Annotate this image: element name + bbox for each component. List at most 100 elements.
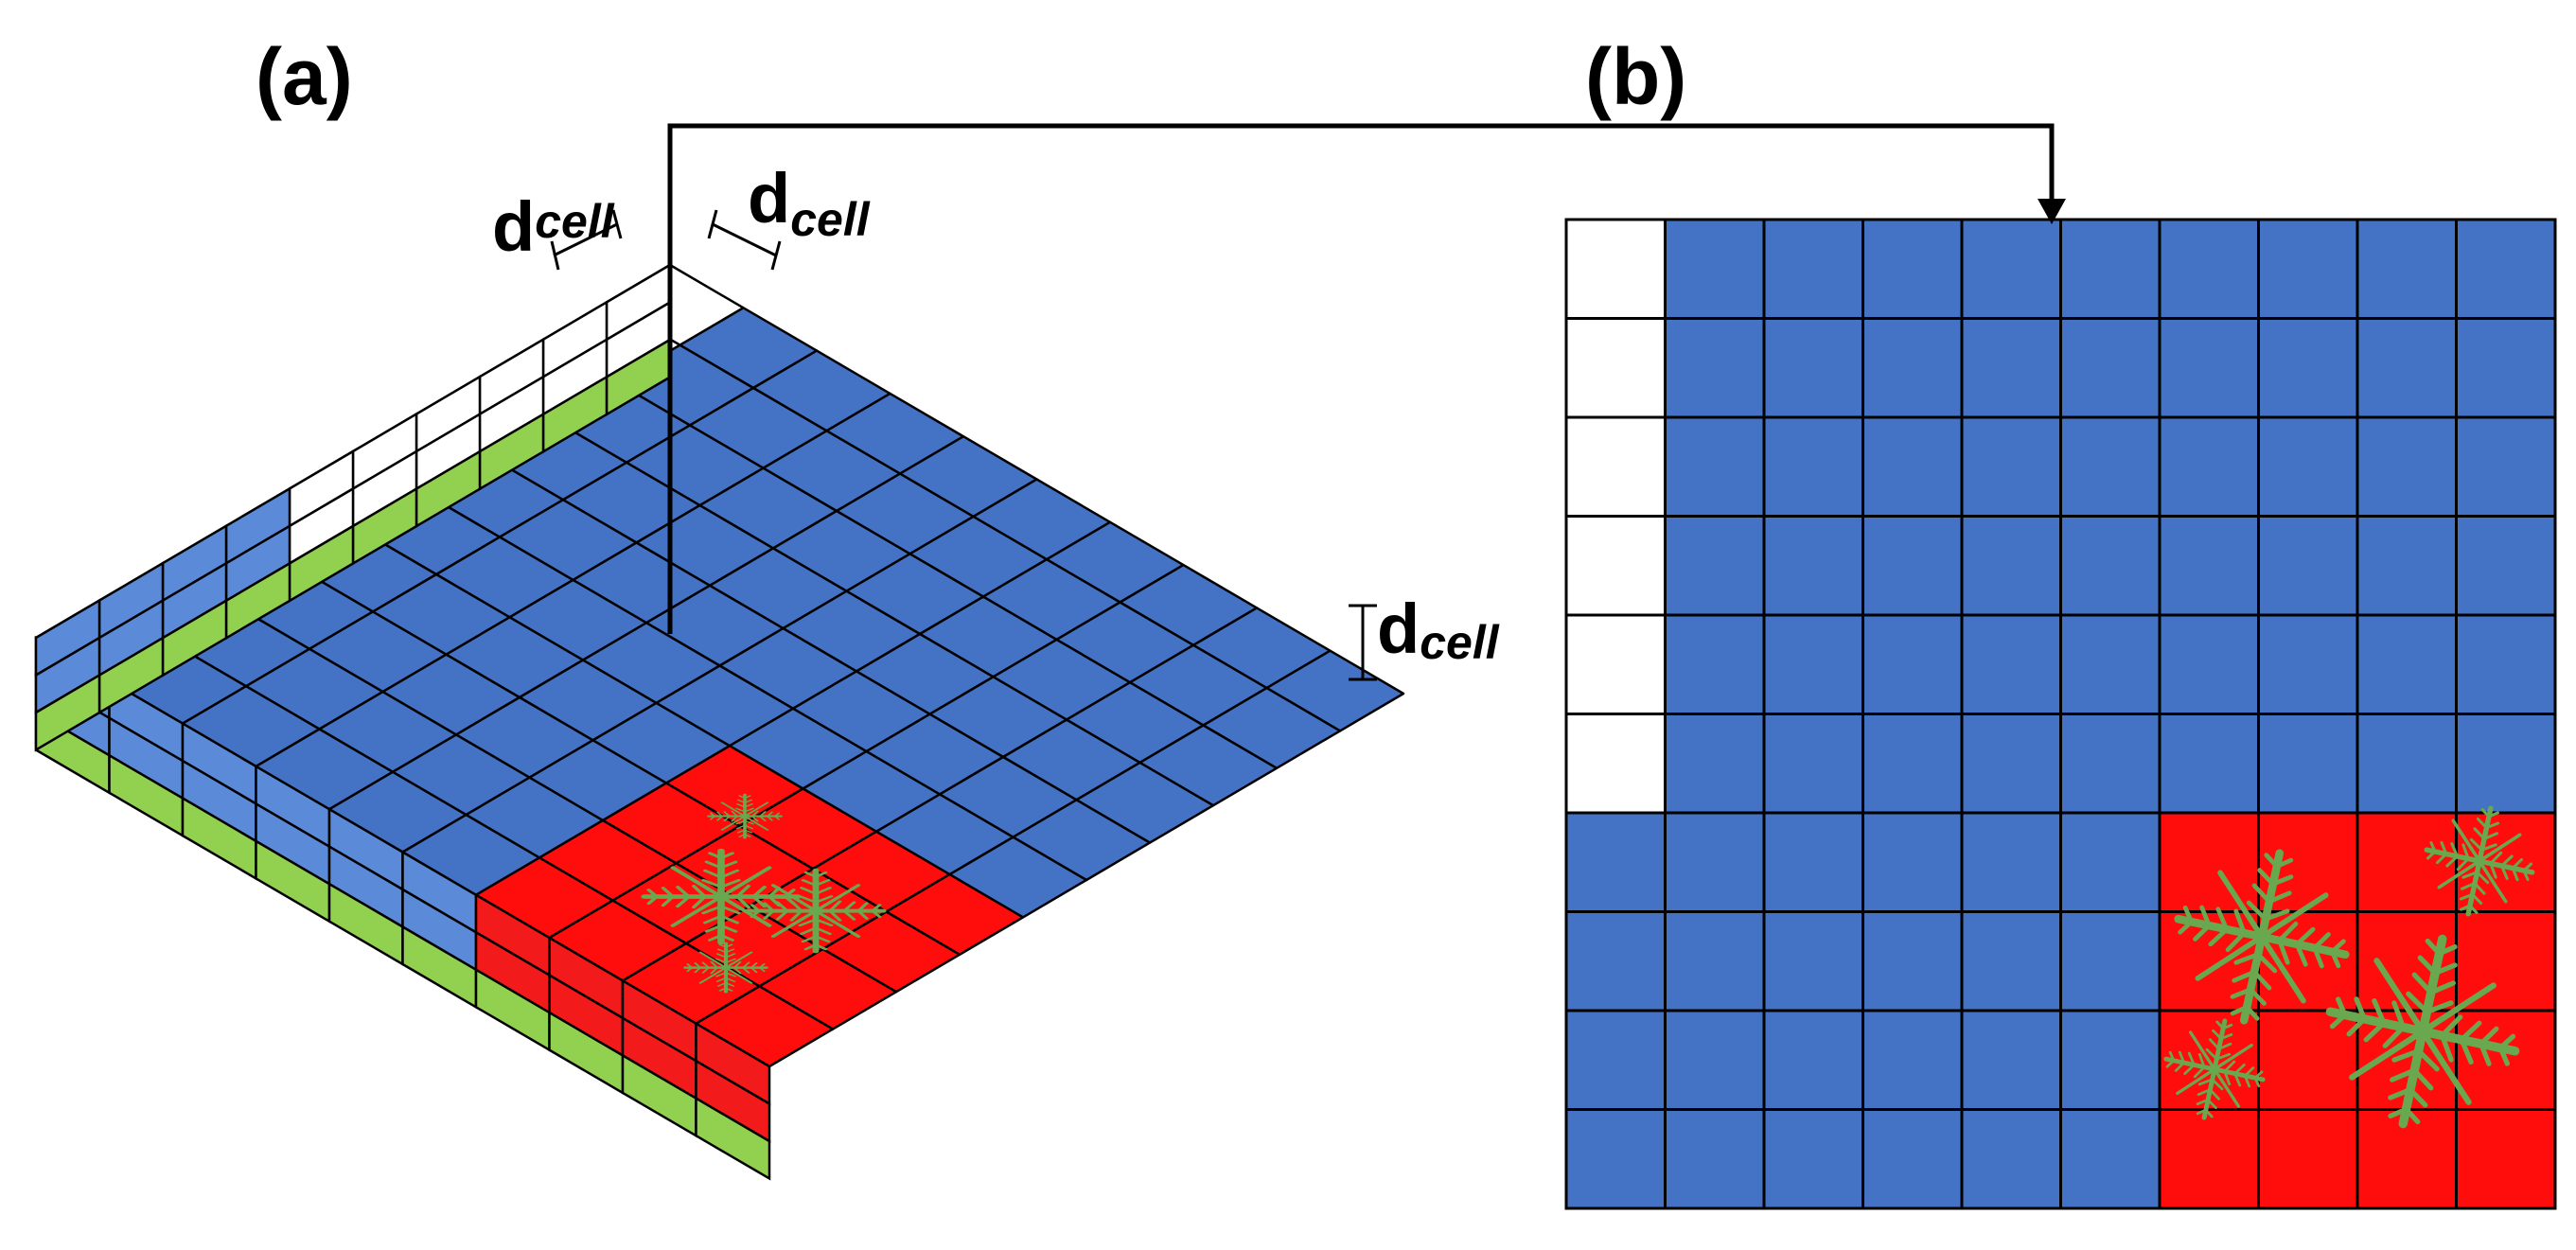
plan-cell-water bbox=[1762, 317, 1864, 419]
plan-cell-water bbox=[1564, 1108, 1667, 1210]
plan-cell-water bbox=[1664, 515, 1766, 617]
plan-cell-dry bbox=[1564, 317, 1667, 419]
plan-cell-water bbox=[1762, 1108, 1864, 1210]
plan-cell-water bbox=[2355, 317, 2458, 419]
plan-cell-water bbox=[1564, 1009, 1667, 1111]
plan-cell-water bbox=[2355, 218, 2458, 320]
plan-cell-water bbox=[2455, 218, 2557, 320]
dimension-label-right: dcell bbox=[748, 159, 871, 246]
plan-cell-water bbox=[2059, 415, 2161, 518]
plan-cell-water bbox=[2455, 613, 2557, 715]
plan-cell-water bbox=[1960, 1009, 2062, 1111]
plan-cell-water bbox=[1664, 910, 1766, 1012]
plan-cell-water bbox=[1762, 713, 1864, 815]
dimension-label-left: dcell bbox=[492, 187, 615, 266]
plan-cell-water bbox=[1960, 713, 2062, 815]
plan-cell-water bbox=[1762, 811, 1864, 913]
plan-cell-veg bbox=[2355, 811, 2458, 913]
plan-cell-water bbox=[2257, 713, 2359, 815]
plan-cell-water bbox=[1960, 910, 2062, 1012]
plan-cell-water bbox=[1960, 613, 2062, 715]
plan-cell-water bbox=[2059, 1009, 2161, 1111]
plan-cell-water bbox=[2059, 910, 2161, 1012]
iso-top-surface bbox=[34, 263, 1405, 1068]
plan-cell-water bbox=[2158, 515, 2260, 617]
dimension-marker-height: dcell bbox=[1349, 590, 1500, 681]
plan-cell-water bbox=[1861, 613, 1964, 715]
iso-right-face bbox=[34, 262, 672, 752]
dimension-label-height: dcell bbox=[1377, 590, 1500, 669]
plan-cell-veg bbox=[2455, 1108, 2557, 1210]
plan-cell-water bbox=[1861, 218, 1964, 320]
plan-cell-water bbox=[2455, 317, 2557, 419]
plan-cell-water bbox=[1861, 1108, 1964, 1210]
panel-a-isometric-grid bbox=[34, 262, 1405, 1181]
plan-cell-water bbox=[2059, 713, 2161, 815]
plan-cell-veg bbox=[2257, 1009, 2359, 1111]
plan-cell-water bbox=[1664, 811, 1766, 913]
plan-cell-dry bbox=[1564, 415, 1667, 518]
plan-cell-veg bbox=[2158, 1108, 2260, 1210]
plan-cell-water bbox=[1762, 1009, 1864, 1111]
plan-cell-water bbox=[1664, 218, 1766, 320]
plan-cell-water bbox=[2257, 317, 2359, 419]
iso-side-cell-soil bbox=[34, 673, 101, 752]
plan-cell-water bbox=[1664, 713, 1766, 815]
plan-cell-water bbox=[2059, 317, 2161, 419]
plan-cell-water bbox=[1564, 811, 1667, 913]
plan-cell-water bbox=[1762, 218, 1864, 320]
plan-cell-water bbox=[2355, 613, 2458, 715]
plan-cell-water bbox=[1861, 317, 1964, 419]
plan-cell-water bbox=[2455, 713, 2557, 815]
plan-cell-water bbox=[2059, 515, 2161, 617]
plan-cell-water bbox=[1960, 811, 2062, 913]
plan-cell-water bbox=[2059, 1108, 2161, 1210]
plan-cell-water bbox=[1960, 218, 2062, 320]
plan-cell-water bbox=[2158, 415, 2260, 518]
plan-cell-water bbox=[1960, 515, 2062, 617]
plan-cell-water bbox=[1564, 910, 1667, 1012]
plan-cell-dry bbox=[1564, 713, 1667, 815]
plan-cell-water bbox=[1861, 713, 1964, 815]
plan-cell-water bbox=[1762, 910, 1864, 1012]
plan-cell-water bbox=[2059, 811, 2161, 913]
plan-cell-veg bbox=[2455, 910, 2557, 1012]
plan-cell-water bbox=[1664, 1108, 1766, 1210]
plan-cell-water bbox=[1861, 515, 1964, 617]
iso-front-cell-soil bbox=[695, 1096, 771, 1181]
plan-cell-water bbox=[2455, 415, 2557, 518]
plan-cell-water bbox=[2158, 317, 2260, 419]
plan-cell-water bbox=[2257, 415, 2359, 518]
plan-cell-water bbox=[2257, 515, 2359, 617]
plan-cell-water bbox=[1861, 415, 1964, 518]
plan-cell-water bbox=[2455, 515, 2557, 617]
plan-cell-water bbox=[1960, 415, 2062, 518]
panel-label-a: (a) bbox=[256, 32, 353, 121]
plan-cell-water bbox=[1664, 1009, 1766, 1111]
plan-cell-water bbox=[1861, 1009, 1964, 1111]
plan-cell-water bbox=[1762, 415, 1864, 518]
plan-cell-dry bbox=[1564, 613, 1667, 715]
plan-cell-water bbox=[2355, 415, 2458, 518]
plan-cell-water bbox=[2257, 613, 2359, 715]
plan-cell-water bbox=[1762, 515, 1864, 617]
plan-cell-water bbox=[1960, 317, 2062, 419]
projection-connector-arrow bbox=[667, 123, 2066, 634]
panel-b-plan-grid bbox=[1564, 218, 2557, 1210]
plan-cell-water bbox=[2355, 713, 2458, 815]
plan-cell-veg bbox=[2158, 811, 2260, 913]
plan-cell-dry bbox=[1564, 515, 1667, 617]
panel-label-b: (b) bbox=[1585, 32, 1686, 121]
plan-cell-water bbox=[2257, 218, 2359, 320]
plan-cell-water bbox=[1762, 613, 1864, 715]
plan-cell-water bbox=[2355, 515, 2458, 617]
plan-cell-water bbox=[1664, 317, 1766, 419]
plan-cell-water bbox=[1861, 910, 1964, 1012]
iso-front-face bbox=[34, 635, 771, 1181]
plan-cell-water bbox=[1664, 613, 1766, 715]
plan-cell-water bbox=[1960, 1108, 2062, 1210]
dimension-marker-left: dcell bbox=[492, 187, 623, 271]
plan-cell-water bbox=[1664, 415, 1766, 518]
plan-cells bbox=[1564, 218, 2557, 1210]
